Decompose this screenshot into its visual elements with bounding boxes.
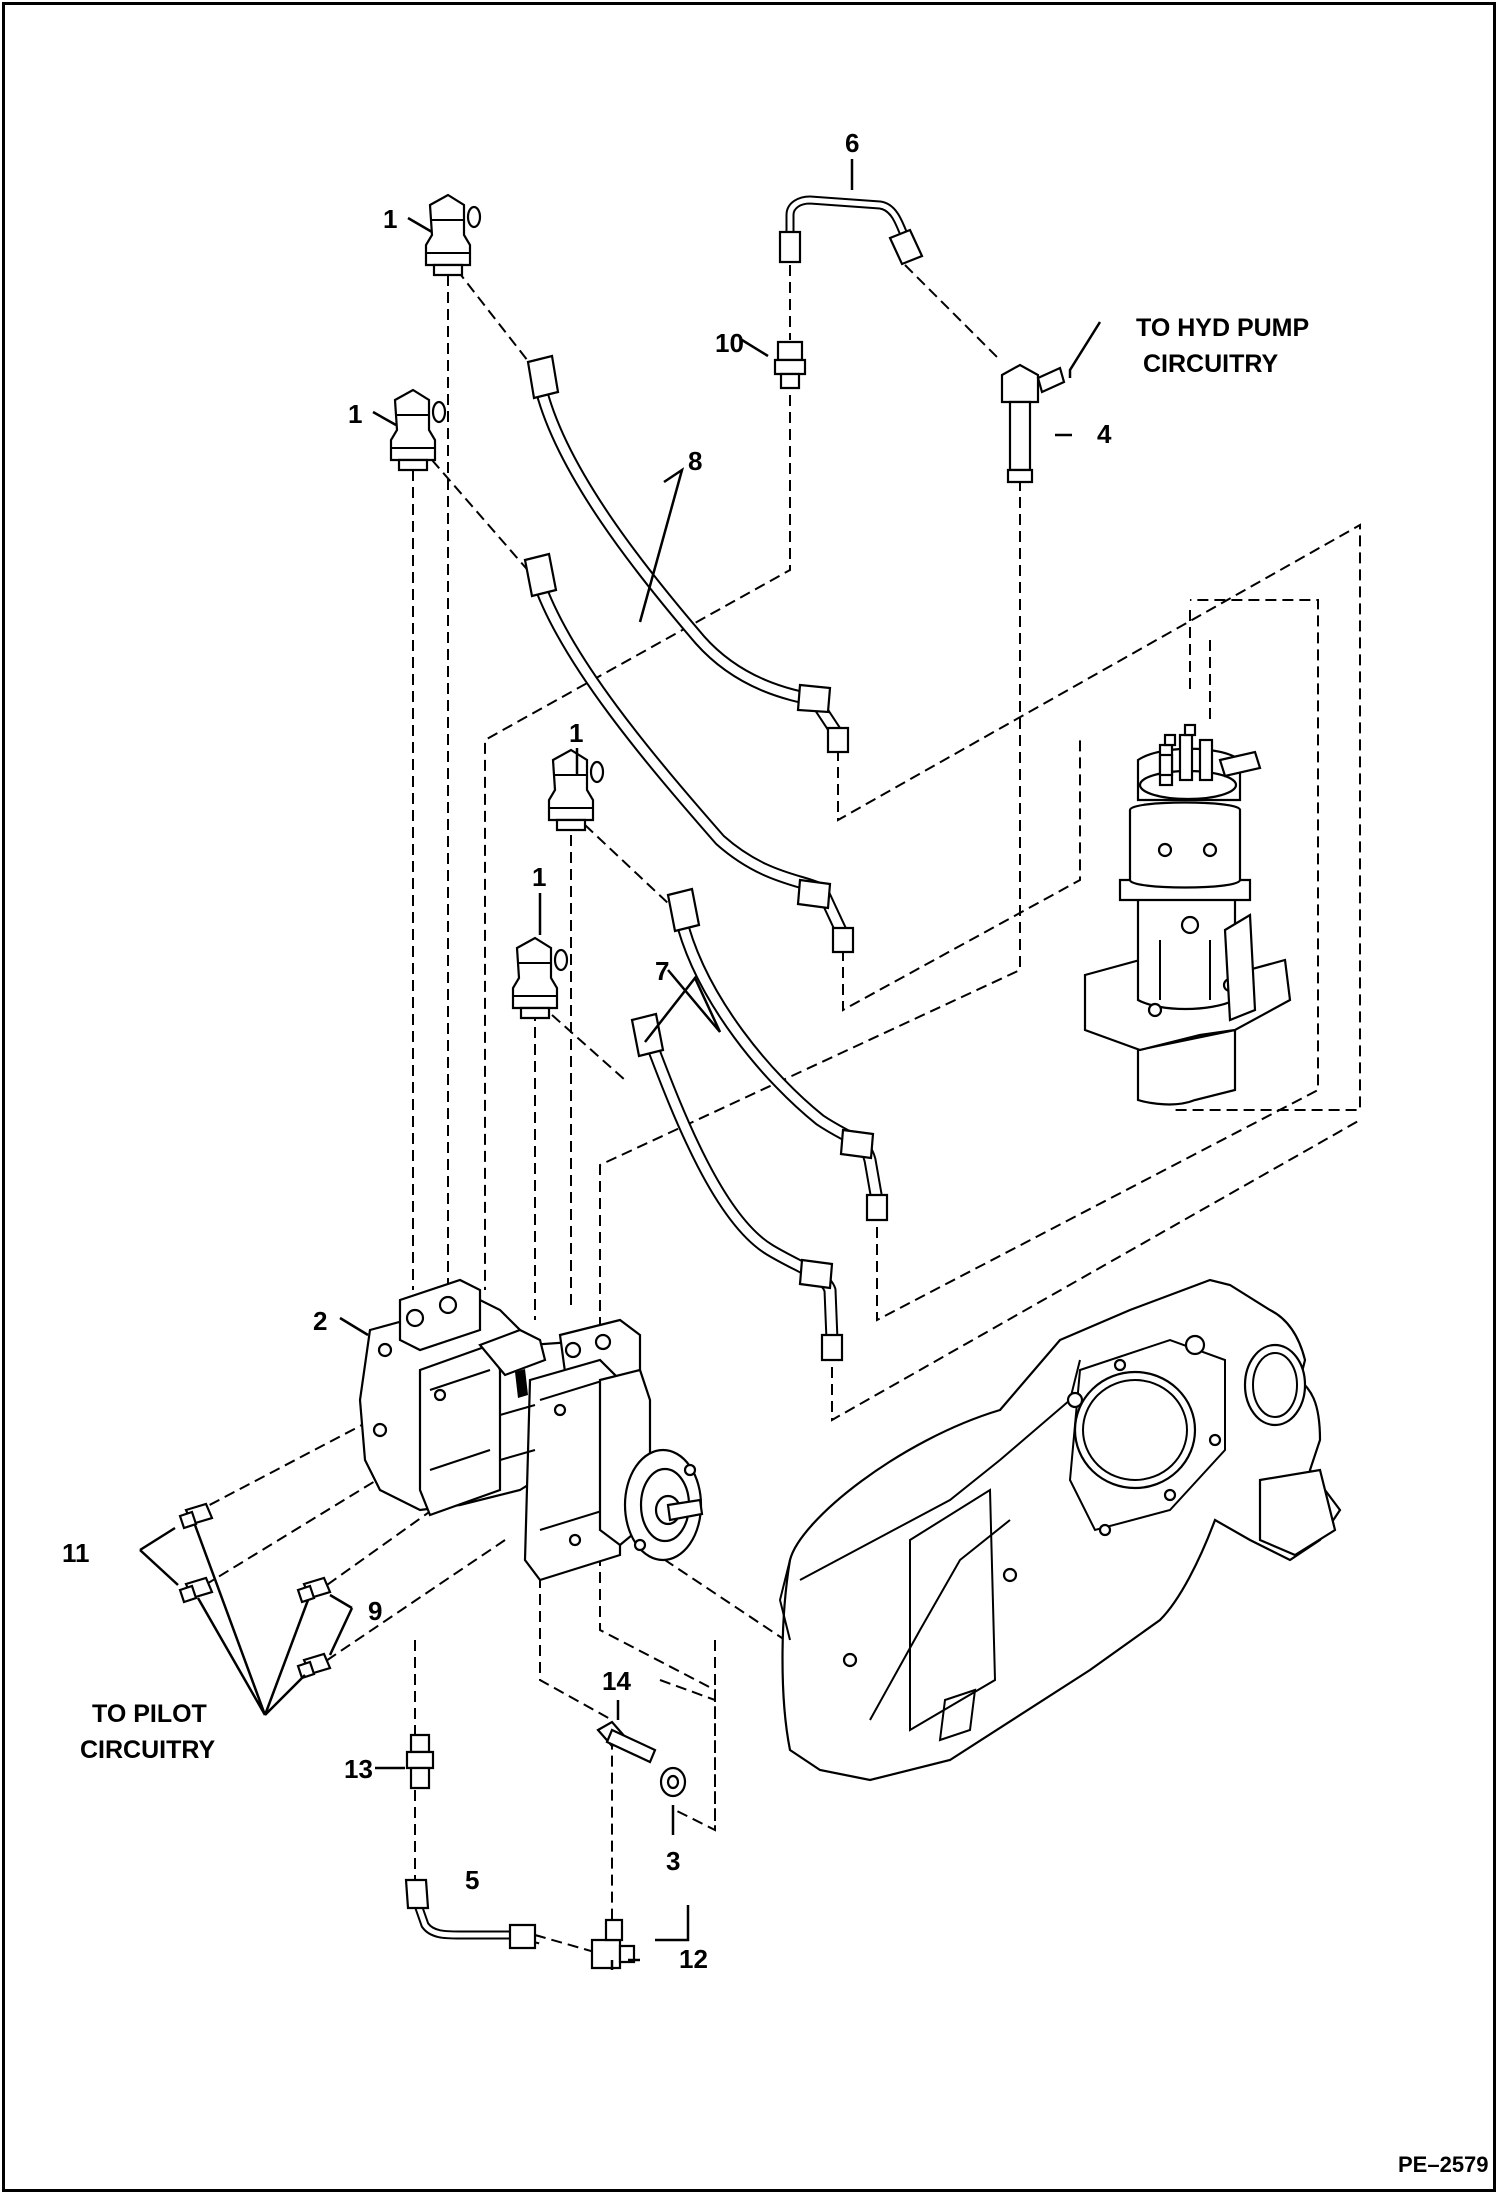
callout-1: 1 [569,718,583,748]
hose-8-lower [523,552,855,954]
callout-3: 3 [666,1846,680,1876]
note-hyd-pump-line2: CIRCUITRY [1143,350,1279,378]
dashed-connection-lines [199,264,1361,1956]
tandem-hydraulic-pump [358,1278,704,1582]
hydraulic-swivel-assembly [1083,723,1292,1106]
straight-fitting-13 [405,1733,435,1790]
callout-leader-lines [139,159,1102,1970]
pilot-fitting-9b [296,1652,332,1680]
hose-8-upper [526,354,850,754]
washer-3 [659,1766,687,1798]
callout-5: 5 [465,1865,479,1895]
callout-14: 14 [602,1666,631,1696]
note-hyd-pump-line1: TO HYD PUMP [1136,314,1309,342]
tee-fitting-4 [1000,363,1066,484]
callout-1: 1 [348,399,362,429]
elbow-fitting-top-a [424,193,482,277]
callout-1: 1 [383,204,397,234]
callout-2: 2 [313,1306,327,1336]
hose-7-lower [630,1012,844,1362]
callout-1: 1 [532,862,546,892]
figure-id: PE–2579 [1398,2152,1489,2177]
hose-7-upper [666,887,889,1222]
elbow-fitting-mid-b [511,936,569,1020]
callout-13: 13 [344,1754,373,1784]
callout-labels: 1 1 1 1 2 3 4 5 6 7 8 9 10 11 12 13 14 [62,128,1112,1974]
elbow-fitting-mid-a [547,748,605,832]
callout-6: 6 [845,128,859,158]
tube-6 [778,195,924,266]
callout-7: 7 [655,956,669,986]
pilot-fitting-9a [296,1576,332,1604]
tube-5 [404,1878,542,1950]
pilot-fitting-11a [178,1502,214,1530]
callout-9: 9 [368,1596,382,1626]
straight-fitting-10 [773,340,807,390]
note-pilot-line2: CIRCUITRY [80,1736,216,1764]
note-pilot-line1: TO PILOT [92,1700,207,1728]
notes: TO HYD PUMP CIRCUITRY TO PILOT CIRCUITRY [80,314,1309,1764]
elbow-fitting-top-b [389,388,447,472]
callout-4: 4 [1097,419,1112,449]
callout-10: 10 [715,328,744,358]
bolt-14 [596,1720,657,1764]
callout-12: 12 [679,1944,708,1974]
pump-drive-bell-housing [778,1278,1342,1782]
callout-8: 8 [688,446,702,476]
pilot-fitting-11b [178,1576,214,1604]
callout-11: 11 [62,1538,90,1568]
